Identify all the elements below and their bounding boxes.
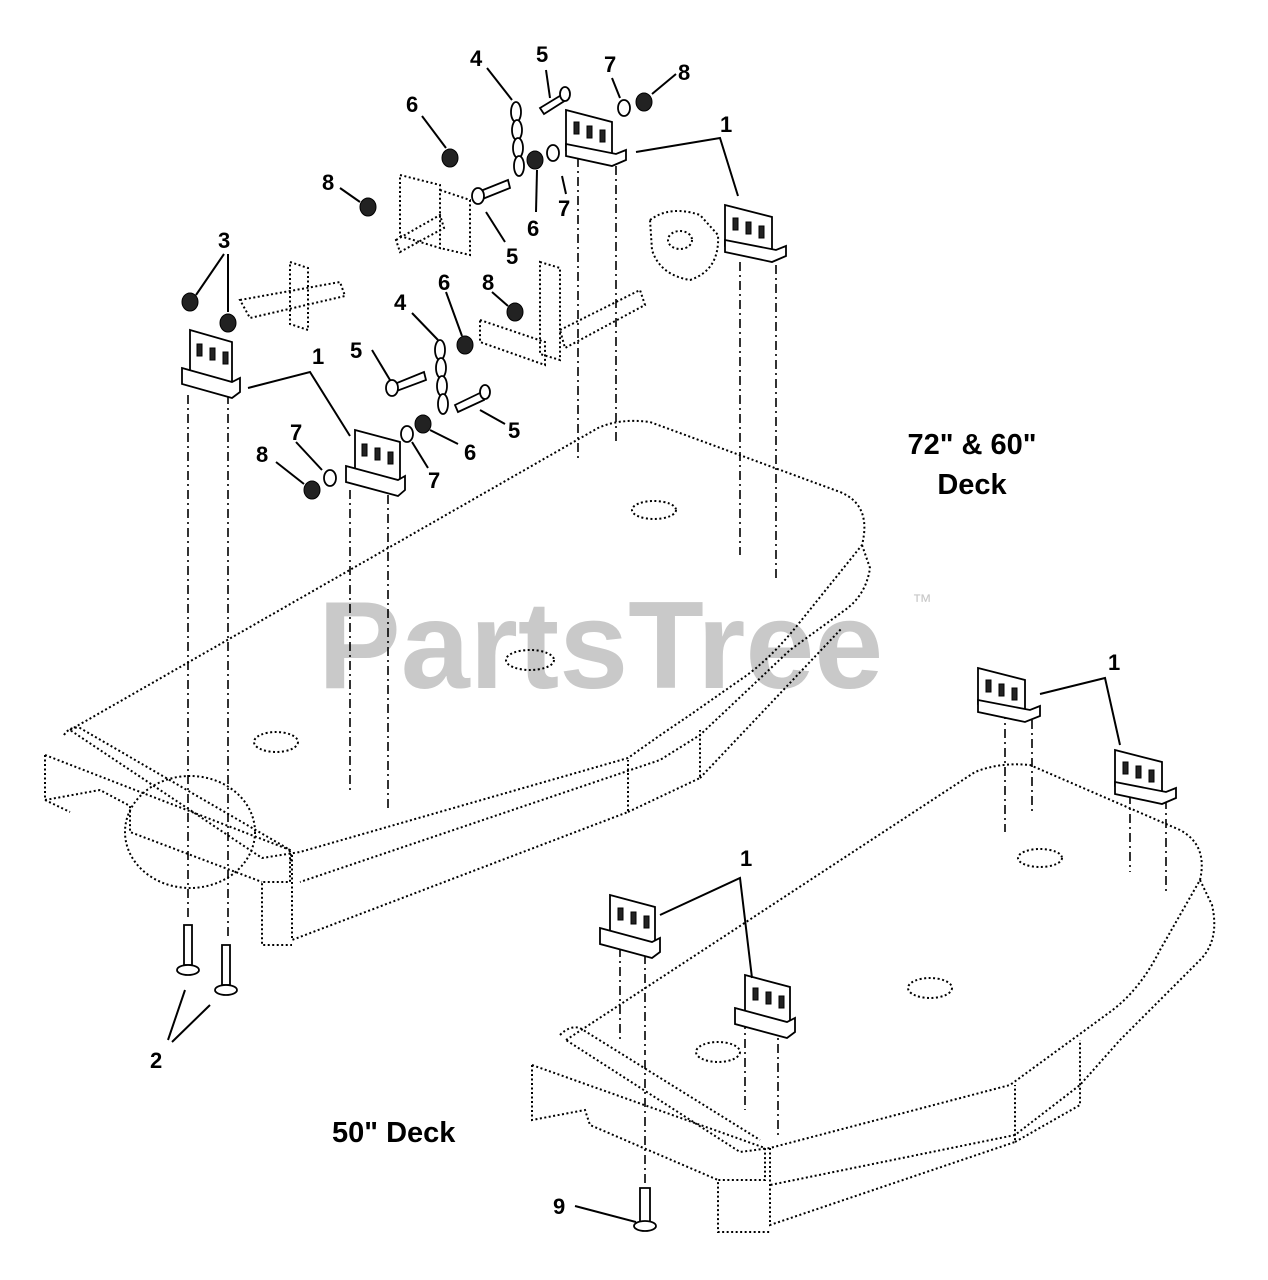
watermark: PartsTree ™ <box>318 577 932 715</box>
lower-deck-rear-edge <box>769 879 1216 1186</box>
callout-5-upper-left: 5 <box>506 244 518 269</box>
deck-label-upper-line1: 72" & 60" <box>907 429 1036 461</box>
callout-8-upper-left: 8 <box>322 170 334 195</box>
callouts: 1 1 1 1 2 3 4 4 5 5 5 5 6 6 6 6 7 7 7 7 … <box>150 42 1120 1219</box>
callout-1-lower-front: 1 <box>740 846 752 871</box>
callout-6-lower: 6 <box>464 440 476 465</box>
upper-deck-front-box <box>44 754 292 946</box>
callout-7-upper-mid: 7 <box>558 196 570 221</box>
spindle-hole-rear <box>631 500 677 520</box>
callout-1-upper-rear: 1 <box>720 112 732 137</box>
callout-7-upper: 7 <box>604 52 616 77</box>
bolt-upper-right <box>538 86 571 116</box>
callout-5-mid-left: 5 <box>350 338 362 363</box>
deck-labels: 72" & 60" Deck 50" Deck <box>332 429 1037 1149</box>
upper-deck-front-lip <box>63 726 293 863</box>
callout-5-mid-right: 5 <box>508 418 520 443</box>
callout-1-lower-rear: 1 <box>1108 650 1120 675</box>
leader-lines <box>167 67 1121 1223</box>
bolt-upper-left <box>471 178 512 205</box>
callout-6-upper-left: 6 <box>406 92 418 117</box>
washers <box>323 99 631 487</box>
lower-deck-skirt <box>769 1040 1081 1227</box>
chain-upper <box>510 101 525 177</box>
upper-deck-underside-pulley <box>124 775 256 889</box>
bolt-mid-left <box>385 370 428 397</box>
callout-7-lower: 7 <box>428 468 440 493</box>
lift-arm-upper <box>394 173 471 257</box>
callout-4-lower: 4 <box>394 290 407 315</box>
upper-deck-skirt <box>291 627 843 942</box>
upper-deck <box>44 419 872 946</box>
lower-deck-front-box <box>531 1064 770 1233</box>
spindle-hole-front <box>253 731 299 753</box>
bolt-mid-right <box>453 384 491 414</box>
carriage-bolts <box>176 924 657 1232</box>
lower-spindle-hole-rear <box>1017 848 1063 868</box>
lower-deck-top-outline <box>564 763 1203 1154</box>
lift-arm-mid <box>479 260 647 367</box>
deck-label-lower: 50" Deck <box>332 1117 456 1149</box>
callout-7-left: 7 <box>290 420 302 445</box>
callout-8-lower: 8 <box>256 442 268 467</box>
bracket-lower-rear-right <box>1114 748 1177 805</box>
upper-deck-rear-edge <box>299 544 872 883</box>
callout-6-upper-right: 6 <box>527 216 539 241</box>
lower-deck <box>531 763 1216 1233</box>
callout-8-upper-right: 8 <box>678 60 690 85</box>
callout-4-upper: 4 <box>470 46 483 71</box>
callout-2: 2 <box>150 1048 162 1073</box>
callout-6-mid: 6 <box>438 270 450 295</box>
spindle-hole-center <box>505 649 555 671</box>
lift-arm-right <box>648 210 720 282</box>
watermark-text: PartsTree <box>318 577 883 715</box>
callout-9: 9 <box>553 1194 565 1219</box>
callout-5-upper-right: 5 <box>536 42 548 67</box>
deck-label-upper-line2: Deck <box>937 469 1007 501</box>
alignment-lines <box>187 158 1167 1185</box>
chain-lower <box>434 339 449 415</box>
lift-arm-left <box>238 260 347 332</box>
nuts <box>181 92 653 500</box>
bracket-upper-mid <box>345 428 406 497</box>
lower-spindle-hole-front <box>695 1041 741 1063</box>
bracket-upper-left <box>181 328 241 399</box>
lower-spindle-hole-center <box>907 977 953 999</box>
watermark-trademark: ™ <box>912 591 932 613</box>
callout-3: 3 <box>218 228 230 253</box>
callout-8-mid: 8 <box>482 270 494 295</box>
callout-1-upper-left: 1 <box>312 344 324 369</box>
bracket-lower-rear-left <box>977 666 1041 723</box>
upper-deck-top-outline <box>68 419 866 860</box>
bracket-lower-front-right <box>734 973 796 1039</box>
bracket-upper-right <box>724 203 787 263</box>
bracket-lower-front-left <box>599 893 661 959</box>
bracket-upper-rear <box>565 108 627 167</box>
